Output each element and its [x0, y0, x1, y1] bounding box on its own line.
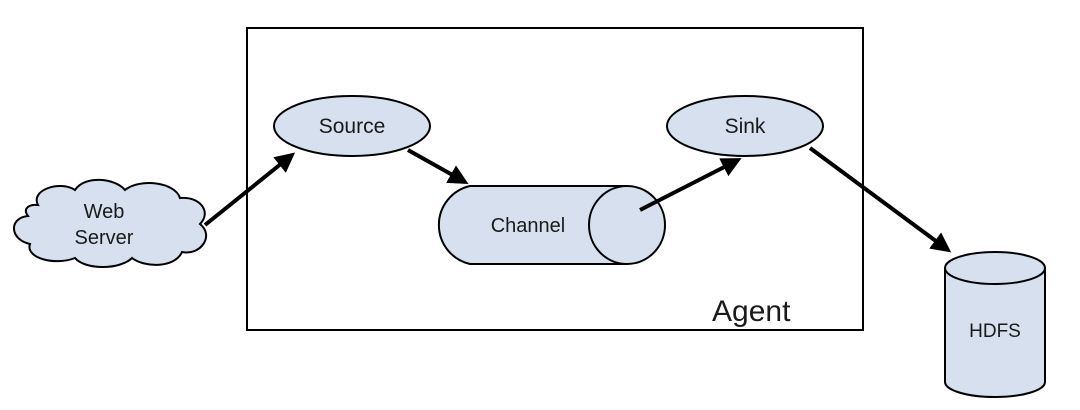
sink-node: Sink — [666, 95, 824, 157]
hdfs-node: HDFS — [944, 251, 1046, 398]
sink-label: Sink — [725, 115, 766, 138]
web-server-cloud: Web Server — [13, 178, 208, 268]
arrow-source-to-channel — [407, 148, 469, 184]
arrow-channel-to-sink — [639, 158, 742, 212]
source-label: Source — [319, 115, 386, 138]
arrow-sink-to-hdfs — [808, 146, 952, 253]
channel-label: Channel — [491, 215, 566, 237]
hdfs-top-cap — [944, 251, 1046, 285]
channel-node: Channel — [437, 185, 666, 265]
agent-box — [246, 27, 864, 331]
source-node: Source — [273, 95, 431, 157]
hdfs-label: HDFS — [969, 321, 1021, 342]
channel-end-cap — [588, 185, 666, 265]
agent-label: Agent — [712, 295, 791, 328]
arrow-webserver-to-source — [203, 152, 296, 227]
web-server-label-line1: Web — [84, 201, 125, 223]
web-server-label-line2: Server — [75, 227, 134, 249]
